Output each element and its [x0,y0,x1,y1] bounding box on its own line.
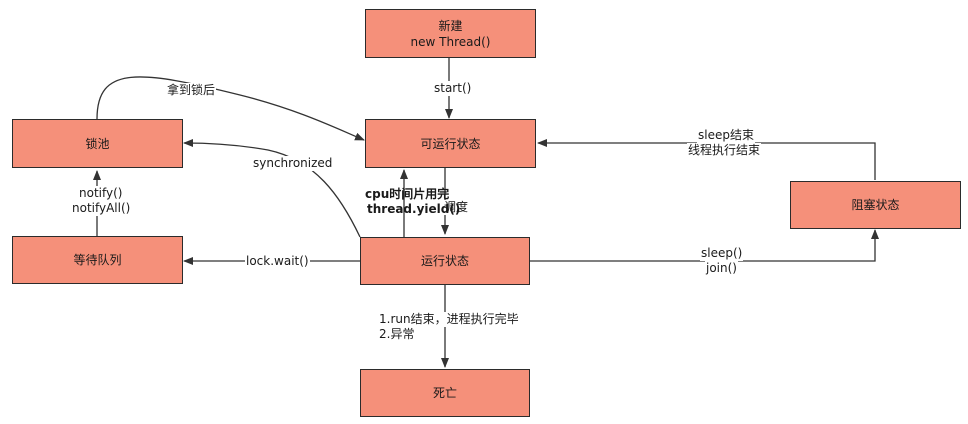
label-start: start() [433,81,473,96]
edge-running-to-blocked [530,229,879,262]
node-dead: 死亡 [360,369,530,417]
label-sleep-line2: join() [705,261,738,276]
label-yield-line1: cpu时间片用完 [365,187,450,201]
node-running: 运行状态 [360,237,530,285]
edge-blocked-to-runnable [537,139,876,180]
node-lock-pool-label: 锁池 [85,136,110,151]
label-finish-line1: 1.run结束，进程执行完毕 [378,312,520,327]
edge-running-to-lockpool [183,139,361,238]
label-lock-wait: lock.wait() [245,254,310,269]
node-dead-label: 死亡 [432,386,457,400]
node-blocked-label: 阻塞状态 [851,198,900,212]
label-yield-line2: thread.yield() [367,202,461,216]
node-blocked: 阻塞状态 [790,181,961,229]
label-dispatch: 调度 [443,200,470,215]
node-runnable-label: 可运行状态 [420,136,481,151]
label-notify-line2: notifyAll() [71,201,132,216]
node-new-subtitle: new Thread() [410,34,491,49]
node-running-label: 运行状态 [420,254,469,268]
node-wait-queue: 等待队列 [12,236,183,284]
label-notify-line1: notify() [78,186,124,201]
label-synchronized: synchronized [252,156,334,171]
edge-lockpool-to-runnable [96,76,365,141]
node-wait-queue-label: 等待队列 [73,253,122,267]
node-lock-pool: 锁池 [12,119,183,168]
label-sleep-end-line2: 线程执行结束 [687,143,762,158]
node-new: 新建 new Thread() [365,9,536,58]
label-sleep-end-line1: sleep结束 [697,128,755,143]
label-sleep-line1: sleep() [700,246,744,261]
label-got-lock: 拿到锁后 [166,83,217,98]
node-new-title: 新建 [438,18,463,33]
label-finish-line2: 2.异常 [378,327,416,342]
node-runnable: 可运行状态 [365,119,536,168]
